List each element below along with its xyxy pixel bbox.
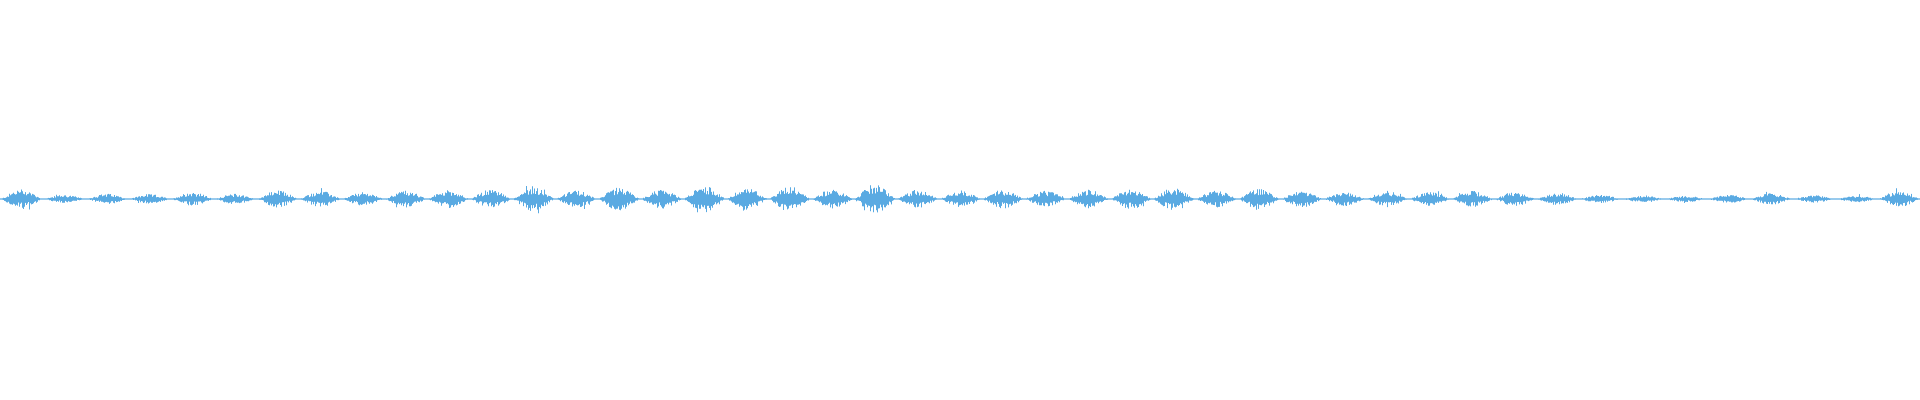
waveform-samples [0,185,1920,214]
waveform-path [0,185,1920,214]
